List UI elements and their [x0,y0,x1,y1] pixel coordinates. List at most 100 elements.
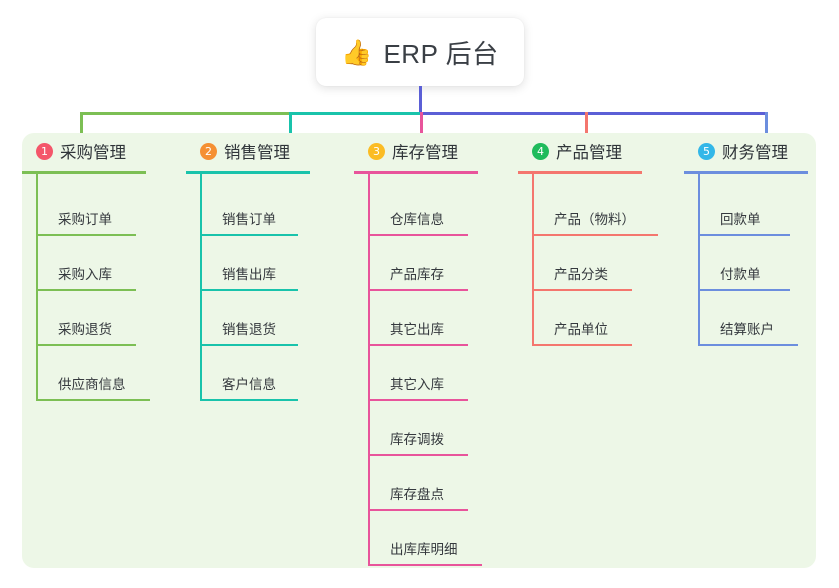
branch-spine-5 [698,174,700,346]
leaf-node[interactable]: 仓库信息 [368,181,468,236]
leaf-rule [368,564,482,566]
bus-segment-3 [420,112,765,115]
root-stem-connector [419,86,422,113]
branch-title-2: 销售管理 [224,144,290,162]
branch-spine-1 [36,174,38,401]
bus-segment-2 [289,112,420,115]
leaf-label: 回款单 [720,212,761,227]
branch-header-1[interactable]: 1 采购管理 [22,133,126,169]
leaf-rule [200,344,298,346]
leaf-label: 供应商信息 [58,377,126,392]
branches-panel: 1 采购管理采购订单采购入库采购退货供应商信息 2 销售管理销售订单销售出库销售退货客… [22,133,816,568]
branch-header-rule-5 [684,171,808,174]
branch-title-5: 财务管理 [722,144,788,162]
leaf-label: 产品（物料） [554,212,635,227]
branch-title-1: 采购管理 [60,144,126,162]
leaf-rule [698,234,790,236]
branch-header-rule-1 [22,171,146,174]
drop-connector-4 [585,112,588,147]
drop-connector-1 [80,112,83,147]
leaf-node[interactable]: 采购订单 [36,181,136,236]
branch-badge-2: 2 [200,142,217,160]
leaf-rule [368,234,468,236]
branch-badge-1: 1 [36,142,53,160]
leaf-node[interactable]: 回款单 [698,181,790,236]
branch-badge-4: 4 [532,142,549,160]
drop-connector-3 [420,112,423,147]
leaf-label: 销售退货 [222,322,276,337]
root-node-title: ERP 后台 [383,38,499,69]
leaf-label: 客户信息 [222,377,276,392]
leaf-rule [36,344,136,346]
leaf-label: 产品分类 [554,267,608,282]
leaf-label: 付款单 [720,267,761,282]
branch-column-2: 2 销售管理销售订单销售出库销售退货客户信息 [186,133,310,401]
leaf-node[interactable]: 采购退货 [36,291,136,346]
leaf-rule [368,399,468,401]
leaf-rule [698,289,790,291]
branch-header-2[interactable]: 2 销售管理 [186,133,290,169]
leaf-label: 结算账户 [720,322,774,337]
leaf-rule [200,399,298,401]
leaf-rule [200,289,298,291]
leaf-node[interactable]: 销售出库 [200,236,298,291]
leaf-rule [368,344,468,346]
leaf-label: 其它入库 [390,377,444,392]
leaf-node[interactable]: 销售退货 [200,291,298,346]
leaf-node[interactable]: 销售订单 [200,181,298,236]
leaf-label: 采购退货 [58,322,112,337]
branch-header-rule-2 [186,171,310,174]
leaf-label: 销售订单 [222,212,276,227]
branch-badge-3: 3 [368,142,385,160]
branch-column-1: 1 采购管理采购订单采购入库采购退货供应商信息 [22,133,150,401]
drop-connector-2 [289,112,292,147]
leaf-node[interactable]: 出库库明细 [368,511,482,566]
leaf-label: 库存盘点 [390,487,444,502]
leaf-label: 出库库明细 [390,542,458,557]
leaf-node[interactable]: 供应商信息 [36,346,150,401]
leaf-rule [368,454,468,456]
branch-header-4[interactable]: 4 产品管理 [518,133,622,169]
leaf-label: 采购订单 [58,212,112,227]
leaf-node[interactable]: 产品分类 [532,236,632,291]
leaf-node[interactable]: 结算账户 [698,291,798,346]
branch-header-5[interactable]: 5 财务管理 [684,133,788,169]
branch-spine-3 [368,174,370,566]
branch-header-rule-4 [518,171,642,174]
leaf-node[interactable]: 产品库存 [368,236,468,291]
branch-column-5: 5 财务管理回款单付款单结算账户 [684,133,808,346]
leaf-node[interactable]: 库存调拨 [368,401,468,456]
branch-badge-5: 5 [698,142,715,160]
leaf-rule [698,344,798,346]
branch-spine-2 [200,174,202,401]
leaf-rule [36,399,150,401]
branch-header-3[interactable]: 3 库存管理 [354,133,458,169]
leaf-label: 仓库信息 [390,212,444,227]
root-node-card[interactable]: 👍 ERP 后台 [316,18,524,86]
leaf-node[interactable]: 产品单位 [532,291,632,346]
leaf-node[interactable]: 其它出库 [368,291,468,346]
branch-spine-4 [532,174,534,346]
branch-column-4: 4 产品管理产品（物料） 产品分类产品单位 [518,133,658,346]
leaf-label: 库存调拨 [390,432,444,447]
leaf-node[interactable]: 付款单 [698,236,790,291]
leaf-node[interactable]: 库存盘点 [368,456,468,511]
leaf-rule [532,344,632,346]
leaf-rule [532,234,658,236]
leaf-node[interactable]: 其它入库 [368,346,468,401]
leaf-rule [368,509,468,511]
leaf-rule [368,289,468,291]
branch-header-rule-3 [354,171,478,174]
branch-title-3: 库存管理 [392,144,458,162]
leaf-rule [532,289,632,291]
branch-title-4: 产品管理 [556,144,622,162]
leaf-rule [36,234,136,236]
leaf-label: 采购入库 [58,267,112,282]
bus-segment-1 [80,112,289,115]
leaf-node[interactable]: 采购入库 [36,236,136,291]
leaf-node[interactable]: 客户信息 [200,346,298,401]
leaf-node[interactable]: 产品（物料） [532,181,658,236]
leaf-label: 其它出库 [390,322,444,337]
branch-column-3: 3 库存管理仓库信息产品库存其它出库其它入库库存调拨库存盘点出库库明细 [354,133,482,566]
